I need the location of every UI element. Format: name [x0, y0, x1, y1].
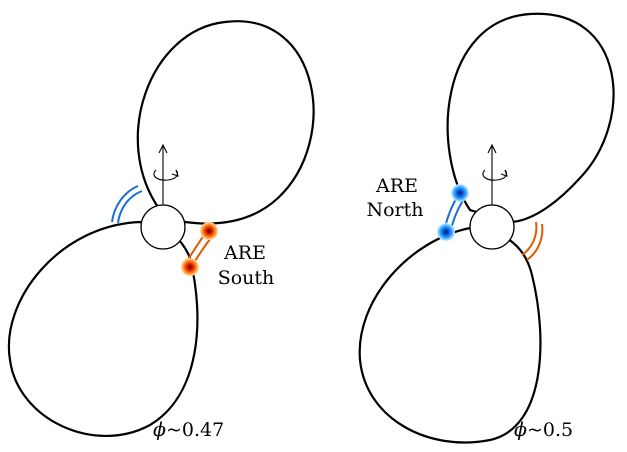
flare-spot-upper-right [451, 184, 469, 202]
blue-loop-left [111, 185, 143, 224]
lower-lobe-left [7, 220, 199, 437]
region-label-line2-right: North [366, 199, 423, 221]
orange-loop-right [521, 221, 544, 261]
spin-arrowhead-right [500, 169, 508, 177]
spin-arrowhead-left [171, 169, 179, 177]
flare-spot-lower-right [437, 223, 455, 241]
axis-arrowhead-left [158, 143, 168, 154]
phase-label-left: ϕ~0.47 [153, 419, 224, 441]
panel-left: ARE South ϕ~0.47 [7, 20, 315, 441]
upper-lobe-right [446, 12, 615, 224]
upper-lobe-left [136, 20, 315, 225]
region-label-line1-left: ARE [223, 242, 266, 264]
central-star-right [469, 204, 515, 250]
flare-spot-lower-left [181, 258, 199, 276]
region-label-line2-left: South [218, 267, 275, 289]
region-label-line1-right: ARE [375, 175, 418, 197]
flare-spot-upper-left [200, 222, 218, 240]
central-star-left [140, 204, 186, 250]
panel-right: ARE North ϕ~0.5 [358, 12, 615, 444]
axis-arrowhead-right [487, 143, 497, 154]
lower-lobe-right [358, 226, 542, 444]
phase-label-right: ϕ~0.5 [514, 419, 573, 441]
